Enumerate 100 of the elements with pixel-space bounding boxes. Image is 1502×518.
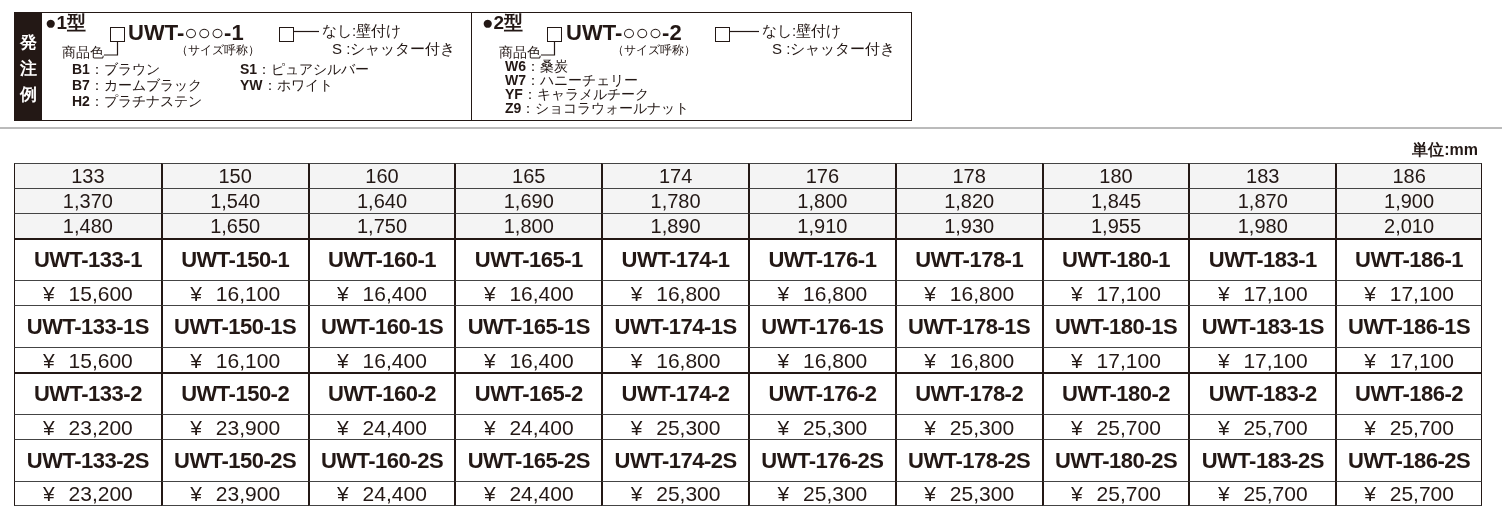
color-option: B7：カームブラック — [72, 78, 202, 92]
color-option: H2：プラチナステン — [72, 94, 202, 108]
table-cell: UWT-133-2 — [14, 372, 161, 414]
color-option: B1：ブラウン — [72, 62, 160, 76]
table-cell: 1,750 — [307, 213, 455, 238]
model-code-text: UWT-○○○-2 — [566, 22, 682, 44]
option-text: なし:壁付け — [322, 23, 402, 38]
table-cell: ¥ 16,800 — [748, 347, 895, 372]
table-cell: 1,930 — [894, 213, 1042, 238]
table-cell: ¥ 16,800 — [748, 280, 895, 305]
table-cell: UWT-133-1 — [14, 238, 161, 280]
table-cell: 1,800 — [454, 213, 602, 238]
leader-line — [103, 41, 119, 56]
table-cell: UWT-178-1S — [894, 305, 1042, 347]
table-cell: 178 — [894, 163, 1042, 188]
order-example-frame — [14, 12, 912, 121]
table-cell: UWT-180-2 — [1041, 372, 1189, 414]
type-heading: ●2型 — [482, 13, 524, 32]
table-cell: ¥ 16,400 — [307, 280, 455, 305]
table-cell: UWT-180-2S — [1041, 439, 1189, 481]
table-cell: UWT-186-1S — [1335, 305, 1482, 347]
table-cell: 160 — [307, 163, 455, 188]
table-cell: UWT-176-2 — [748, 372, 895, 414]
table-cell: UWT-150-1S — [160, 305, 308, 347]
table-cell: ¥ 17,100 — [1335, 347, 1482, 372]
table-cell: ¥ 25,700 — [1041, 481, 1189, 506]
table-cell: ¥ 16,800 — [894, 280, 1042, 305]
table-cell: ¥ 25,300 — [748, 414, 895, 439]
table-cell: 1,480 — [14, 213, 161, 238]
table-cell: ¥ 17,100 — [1188, 280, 1336, 305]
table-cell: 176 — [748, 163, 895, 188]
option-text: なし:壁付け — [762, 23, 842, 38]
table-cell: ¥ 15,600 — [14, 280, 161, 305]
table-cell: ¥ 15,600 — [14, 347, 161, 372]
table-cell: 1,780 — [601, 188, 748, 213]
color-option: W7：ハニーチェリー — [505, 73, 638, 87]
table-cell: UWT-160-1S — [307, 305, 455, 347]
table-cell: UWT-178-1 — [894, 238, 1042, 280]
table-cell: 150 — [160, 163, 308, 188]
table-cell: 1,800 — [748, 188, 895, 213]
table-cell: 1,980 — [1188, 213, 1336, 238]
table-cell: 165 — [454, 163, 602, 188]
table-cell: UWT-160-2 — [307, 372, 455, 414]
table-cell: UWT-183-2S — [1188, 439, 1336, 481]
table-cell: 1,640 — [307, 188, 455, 213]
table-cell: 2,010 — [1335, 213, 1482, 238]
table-cell: UWT-176-1 — [748, 238, 895, 280]
table-cell: UWT-165-1S — [454, 305, 602, 347]
table-cell: UWT-180-1 — [1041, 238, 1189, 280]
leader-line — [540, 41, 556, 56]
table-cell: ¥ 24,400 — [454, 481, 602, 506]
table-cell: 1,370 — [14, 188, 161, 213]
table-cell: UWT-183-1S — [1188, 305, 1336, 347]
table-cell: ¥ 25,700 — [1335, 414, 1482, 439]
table-cell: UWT-178-2S — [894, 439, 1042, 481]
color-option: YW：ホワイト — [240, 78, 333, 92]
blank-square — [547, 27, 562, 42]
option-text: S :シャッター付き — [772, 41, 896, 56]
table-cell: UWT-183-2 — [1188, 372, 1336, 414]
table-cell: UWT-150-1 — [160, 238, 308, 280]
table-cell: 174 — [601, 163, 748, 188]
blank-square — [279, 27, 294, 42]
table-cell: UWT-133-1S — [14, 305, 161, 347]
table-cell: UWT-174-2 — [601, 372, 748, 414]
table-cell: 1,540 — [160, 188, 308, 213]
blank-square — [715, 27, 730, 42]
color-option: W6：桑炭 — [505, 59, 568, 73]
table-cell: ¥ 16,400 — [454, 347, 602, 372]
table-cell: ¥ 25,300 — [748, 481, 895, 506]
table-cell: ¥ 24,400 — [454, 414, 602, 439]
table-cell: UWT-183-1 — [1188, 238, 1336, 280]
table-cell: 1,650 — [160, 213, 308, 238]
color-option: YF：キャラメルチーク — [505, 87, 649, 101]
unit-note: 単位:mm — [1412, 142, 1478, 158]
table-cell: 1,955 — [1041, 213, 1189, 238]
table-cell: ¥ 25,300 — [894, 414, 1042, 439]
table-cell: ¥ 25,700 — [1041, 414, 1189, 439]
table-cell: ¥ 25,700 — [1335, 481, 1482, 506]
option-text: S :シャッター付き — [332, 41, 456, 56]
table-cell: 180 — [1041, 163, 1189, 188]
table-cell: ¥ 16,400 — [454, 280, 602, 305]
table-cell: ¥ 16,100 — [160, 347, 308, 372]
table-cell: UWT-133-2S — [14, 439, 161, 481]
size-note: （サイズ呼称） — [612, 44, 696, 56]
table-cell: UWT-176-2S — [748, 439, 895, 481]
table-cell: UWT-186-2 — [1335, 372, 1482, 414]
table-cell: UWT-160-2S — [307, 439, 455, 481]
table-cell: ¥ 25,700 — [1188, 414, 1336, 439]
table-cell: ¥ 17,100 — [1188, 347, 1336, 372]
table-cell: ¥ 25,700 — [1188, 481, 1336, 506]
table-cell: UWT-186-2S — [1335, 439, 1482, 481]
table-cell: ¥ 23,200 — [14, 481, 161, 506]
leader-line — [293, 30, 320, 33]
table-cell: UWT-174-2S — [601, 439, 748, 481]
table-cell: UWT-150-2 — [160, 372, 308, 414]
table-cell: UWT-165-2S — [454, 439, 602, 481]
size-note: （サイズ呼称） — [176, 44, 260, 56]
table-cell: UWT-160-1 — [307, 238, 455, 280]
table-cell: ¥ 25,300 — [601, 481, 748, 506]
color-option: S1：ピュアシルバー — [240, 62, 370, 76]
